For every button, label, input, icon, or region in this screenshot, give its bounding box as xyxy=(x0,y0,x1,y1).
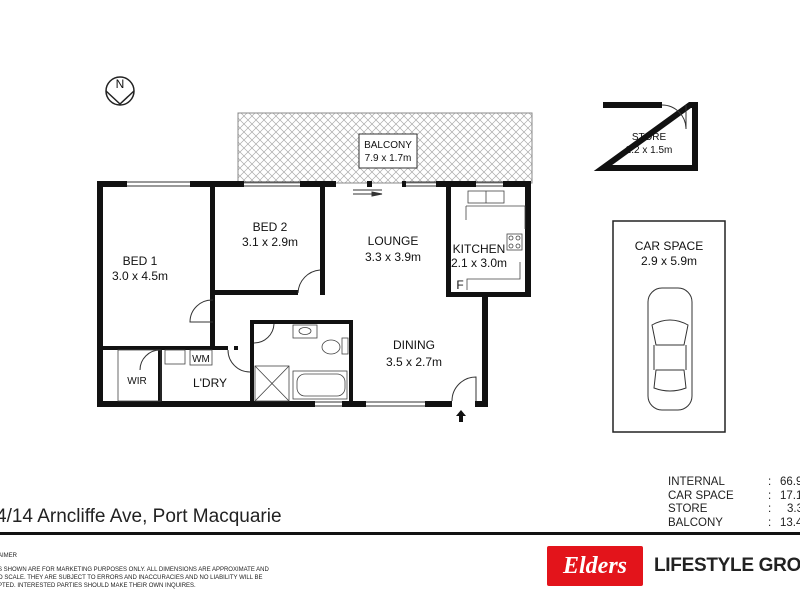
wir-label: WIR xyxy=(127,376,146,387)
bed1-name: BED 1 xyxy=(123,254,158,268)
area-value: 13.4 xyxy=(780,516,800,529)
kitchen-name: KITCHEN xyxy=(453,242,506,256)
area-row: STORE:3.3 xyxy=(668,503,800,517)
lounge-size: 3.3 x 3.9m xyxy=(365,250,421,264)
balcony-name: BALCONY xyxy=(364,140,412,151)
area-row: BALCONY:13.4 xyxy=(668,517,800,531)
dining-size: 3.5 x 2.7m xyxy=(386,355,442,369)
brand-name: LIFESTYLE GRO xyxy=(654,555,800,576)
bed2-size: 3.1 x 2.9m xyxy=(242,235,298,249)
windows xyxy=(127,181,503,407)
area-row: INTERNAL:66.9 xyxy=(668,476,800,490)
fridge-label: F xyxy=(456,278,463,292)
area-label: CAR SPACE xyxy=(668,489,734,502)
divider xyxy=(0,532,800,535)
dining-name: DINING xyxy=(393,338,435,352)
area-value: 66.9 xyxy=(780,476,800,488)
washing-machine-label: WM xyxy=(192,354,210,365)
store-name: STORE xyxy=(632,132,667,143)
area-value: 3.3 xyxy=(787,503,800,515)
bed2-name: BED 2 xyxy=(253,220,288,234)
store-size: 2.2 x 1.5m xyxy=(626,145,673,156)
car-space-name: CAR SPACE xyxy=(635,239,703,253)
area-label: BALCONY xyxy=(668,516,723,529)
disclaimer-line: PTED. INTERESTED PARTIES SHOULD MAKE THE… xyxy=(0,583,196,589)
store-room: STORE 2.2 x 1.5m xyxy=(593,102,698,171)
kitchen-size: 2.1 x 3.0m xyxy=(451,256,507,270)
area-label: STORE xyxy=(668,503,708,515)
area-label: INTERNAL xyxy=(668,476,725,488)
area-summary: INTERNAL:66.9 CAR SPACE:17.1 STORE:3.3 B… xyxy=(668,476,800,530)
property-address: 4/14 Arncliffe Ave, Port Macquarie xyxy=(0,506,282,527)
car-space: CAR SPACE 2.9 x 5.9m xyxy=(612,220,726,433)
disclaimer-line: S SHOWN ARE FOR MARKETING PURPOSES ONLY.… xyxy=(0,567,269,573)
car-icon xyxy=(647,287,693,411)
compass-label: N xyxy=(116,77,125,91)
north-arrow-icon: N xyxy=(105,76,135,106)
walls xyxy=(97,181,531,407)
entry-arrow-icon xyxy=(456,410,466,422)
fixtures xyxy=(117,190,526,402)
disclaimer-line: O SCALE. THEY ARE SUBJECT TO ERRORS AND … xyxy=(0,575,263,581)
balcony-size: 7.9 x 1.7m xyxy=(365,153,412,164)
laundry-label: L'DRY xyxy=(193,376,227,390)
elders-logo: Elders xyxy=(547,546,643,586)
area-row: CAR SPACE:17.1 xyxy=(668,490,800,504)
area-value: 17.1 xyxy=(780,489,800,502)
bed1-size: 3.0 x 4.5m xyxy=(112,269,168,283)
disclaimer-heading: AIMER xyxy=(0,553,18,559)
lounge-name: LOUNGE xyxy=(368,234,419,248)
car-space-size: 2.9 x 5.9m xyxy=(641,254,697,268)
disclaimer: AIMER S SHOWN ARE FOR MARKETING PURPOSES… xyxy=(0,552,269,590)
